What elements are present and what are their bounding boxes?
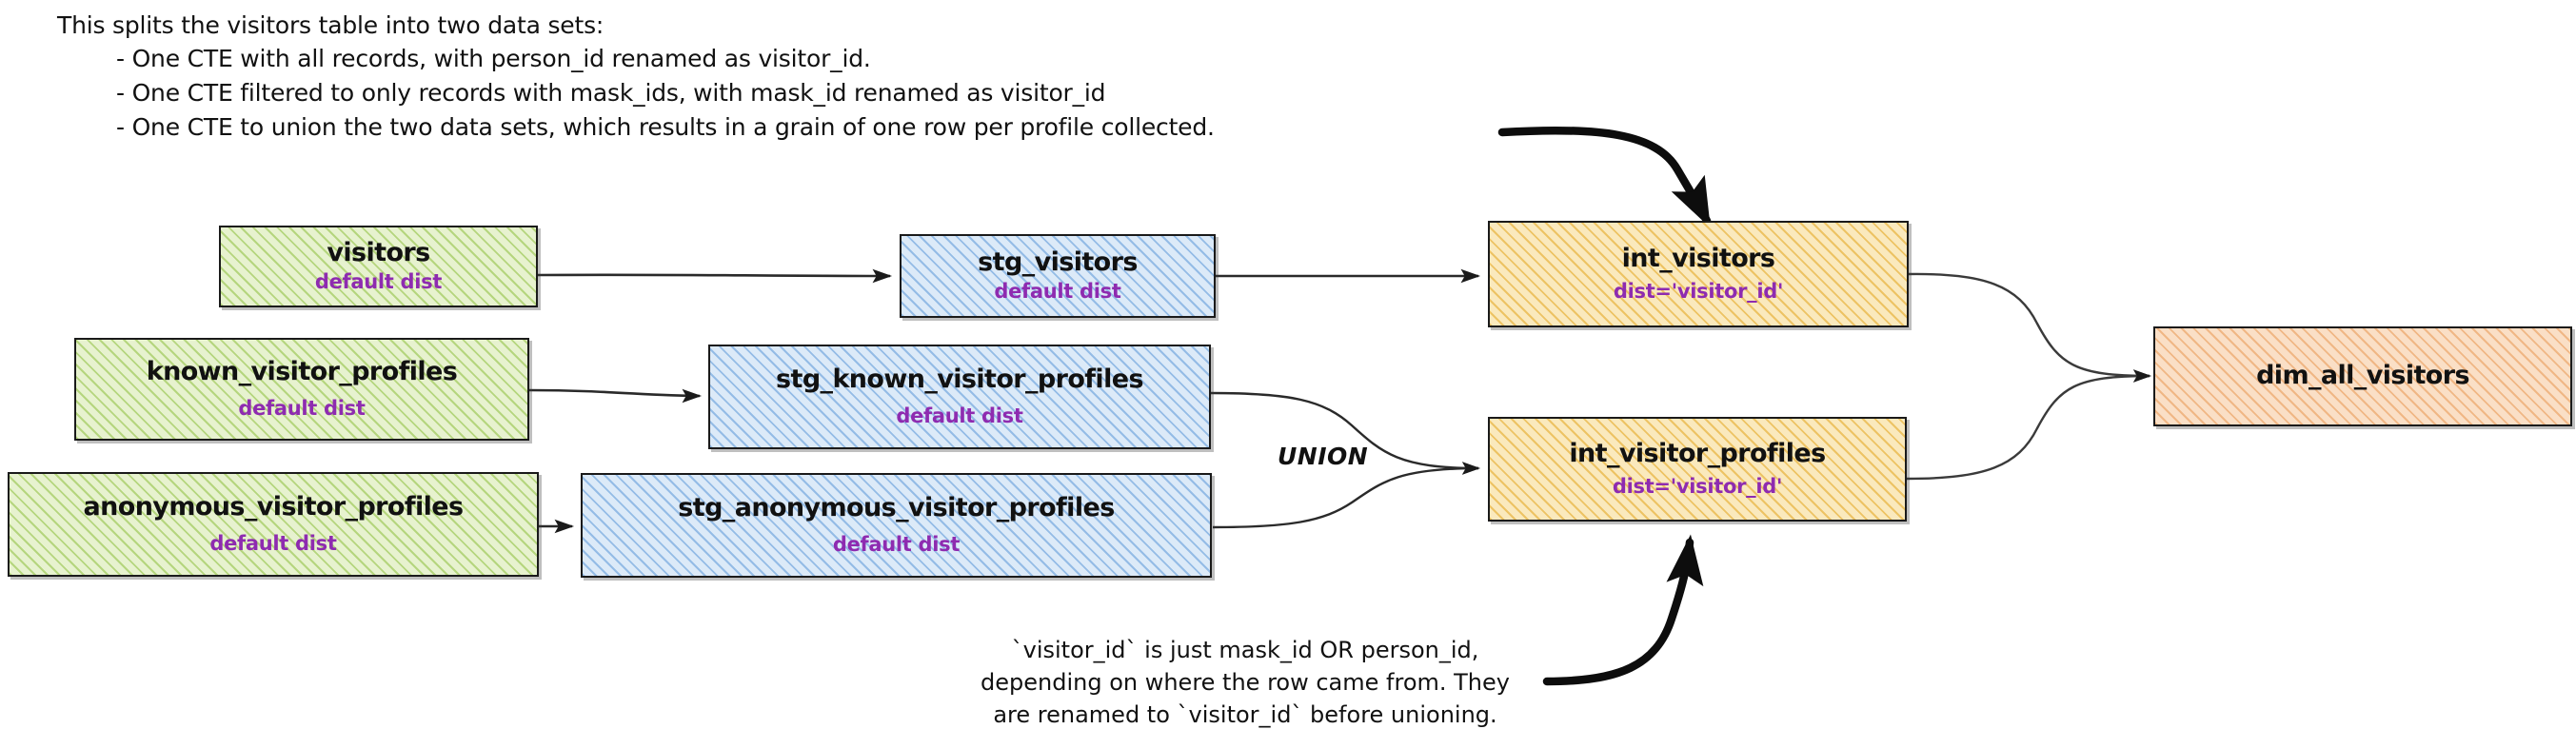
node-dim-all-visitors-title: dim_all_visitors [2256,361,2469,391]
node-known-visitor-profiles[interactable]: known_visitor_profiles default dist [74,338,529,441]
bottom-note-line-1: depending on where the row came from. Th… [981,669,1510,696]
node-anonymous-visitor-profiles-title: anonymous_visitor_profiles [83,491,465,522]
edge-int-visitors-to-dim-all-visitors [1908,272,2151,383]
node-stg-visitors-subtitle: default dist [994,280,1121,304]
node-int-visitors-title: int_visitors [1621,243,1775,273]
annotation-arrow-top [1497,126,1712,228]
node-known-visitor-profiles-title: known_visitor_profiles [146,356,458,386]
bottom-note-line-2: are renamed to `visitor_id` before union… [993,701,1497,728]
node-dim-all-visitors[interactable]: dim_all_visitors [2153,326,2572,426]
edge-known-to-stg-known [528,388,703,404]
node-int-visitor-profiles-title: int_visitor_profiles [1569,438,1826,468]
node-int-visitors-subtitle: dist='visitor_id' [1613,280,1784,304]
top-note-line-3: - One CTE to union the two data sets, wh… [116,113,1215,141]
node-anonymous-visitor-profiles-subtitle: default dist [209,532,337,556]
node-visitors-title: visitors [327,237,430,267]
node-stg-anonymous-visitor-profiles[interactable]: stg_anonymous_visitor_profiles default d… [581,473,1212,578]
node-visitors-subtitle: default dist [314,270,443,294]
node-int-visitor-profiles[interactable]: int_visitor_profiles dist='visitor_id' [1488,417,1907,522]
top-note-line-2: - One CTE filtered to only records with … [116,79,1106,107]
node-stg-anonymous-visitor-profiles-title: stg_anonymous_visitor_profiles [678,492,1115,522]
node-int-visitors[interactable]: int_visitors dist='visitor_id' [1488,221,1909,327]
edge-stg-known-to-int-visitor-profiles [1210,391,1480,475]
node-int-visitor-profiles-subtitle: dist='visitor_id' [1612,475,1783,499]
annotation-arrow-bottom [1542,534,1704,686]
node-known-visitor-profiles-subtitle: default dist [238,397,366,421]
node-stg-anonymous-visitor-profiles-subtitle: default dist [832,533,961,557]
edge-stg-anonymous-to-int-visitor-profiles [1212,462,1480,529]
node-stg-known-visitor-profiles-subtitle: default dist [896,404,1023,428]
bottom-note-line-0: `visitor_id` is just mask_id OR person_i… [1011,637,1479,663]
top-note-line-1: - One CTE with all records, with person_… [116,45,871,72]
node-stg-visitors-title: stg_visitors [978,246,1138,277]
node-stg-visitors[interactable]: stg_visitors default dist [900,234,1216,318]
edge-int-visitor-profiles-to-dim-all-visitors [1906,369,2151,481]
edge-label-union: UNION [1278,443,1369,470]
edge-visitors-to-stg-visitors [537,268,893,284]
node-stg-known-visitor-profiles-title: stg_known_visitor_profiles [776,364,1143,394]
top-note-line-0: This splits the visitors table into two … [57,11,604,39]
node-visitors[interactable]: visitors default dist [219,226,538,307]
node-anonymous-visitor-profiles[interactable]: anonymous_visitor_profiles default dist [8,472,539,577]
node-stg-known-visitor-profiles[interactable]: stg_known_visitor_profiles default dist [708,345,1211,449]
